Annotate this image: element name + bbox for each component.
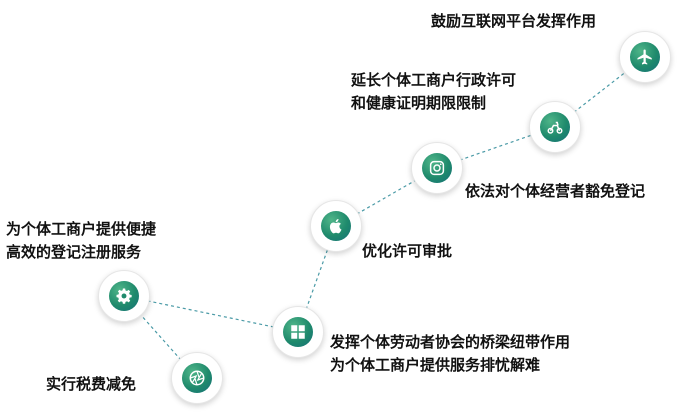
- airplane-icon: [637, 49, 652, 65]
- step-node-association: [272, 306, 324, 358]
- label-registration: 为个体工商户提供便捷 高效的登记注册服务: [6, 218, 156, 264]
- label-line: 优化许可审批: [362, 242, 453, 260]
- label-association: 发挥个体劳动者协会的桥梁纽带作用 为个体工商户提供服务排忧解难: [330, 331, 570, 377]
- step-node-permit-approval: [310, 200, 362, 252]
- instagram-icon: [429, 160, 445, 176]
- scooter-icon: [547, 121, 563, 134]
- apple-icon: [329, 218, 342, 234]
- label-line: 为个体工商户提供服务排忧解难: [330, 356, 541, 374]
- step-node-exempt-registration: [411, 142, 463, 194]
- gear-icon: [116, 288, 132, 304]
- label-line: 高效的登记注册服务: [6, 243, 142, 261]
- step-node-tax-relief: [171, 352, 223, 404]
- label-permit-approval: 优化许可审批: [362, 240, 452, 263]
- label-line: 发挥个体劳动者协会的桥梁纽带作用: [330, 333, 571, 351]
- windows-icon: [291, 325, 305, 339]
- label-line: 和健康证明期限限制: [351, 94, 487, 112]
- label-exempt-registration: 依法对个体经营者豁免登记: [465, 180, 645, 203]
- label-line: 为个体工商户提供便捷: [6, 220, 157, 238]
- label-line: 延长个体工商户行政许可: [351, 71, 517, 89]
- label-extend-permit: 延长个体工商户行政许可 和健康证明期限限制: [351, 69, 516, 115]
- label-tax-relief: 实行税费减免: [46, 373, 136, 396]
- step-node-extend-permit: [529, 101, 581, 153]
- label-line: 实行税费减免: [46, 375, 137, 393]
- label-line: 鼓励互联网平台发挥作用: [431, 12, 597, 30]
- step-node-registration: [98, 270, 150, 322]
- label-internet-platform: 鼓励互联网平台发挥作用: [431, 10, 596, 33]
- aperture-icon: [189, 370, 205, 386]
- label-line: 依法对个体经营者豁免登记: [465, 182, 646, 200]
- step-node-internet-platform: [619, 31, 671, 83]
